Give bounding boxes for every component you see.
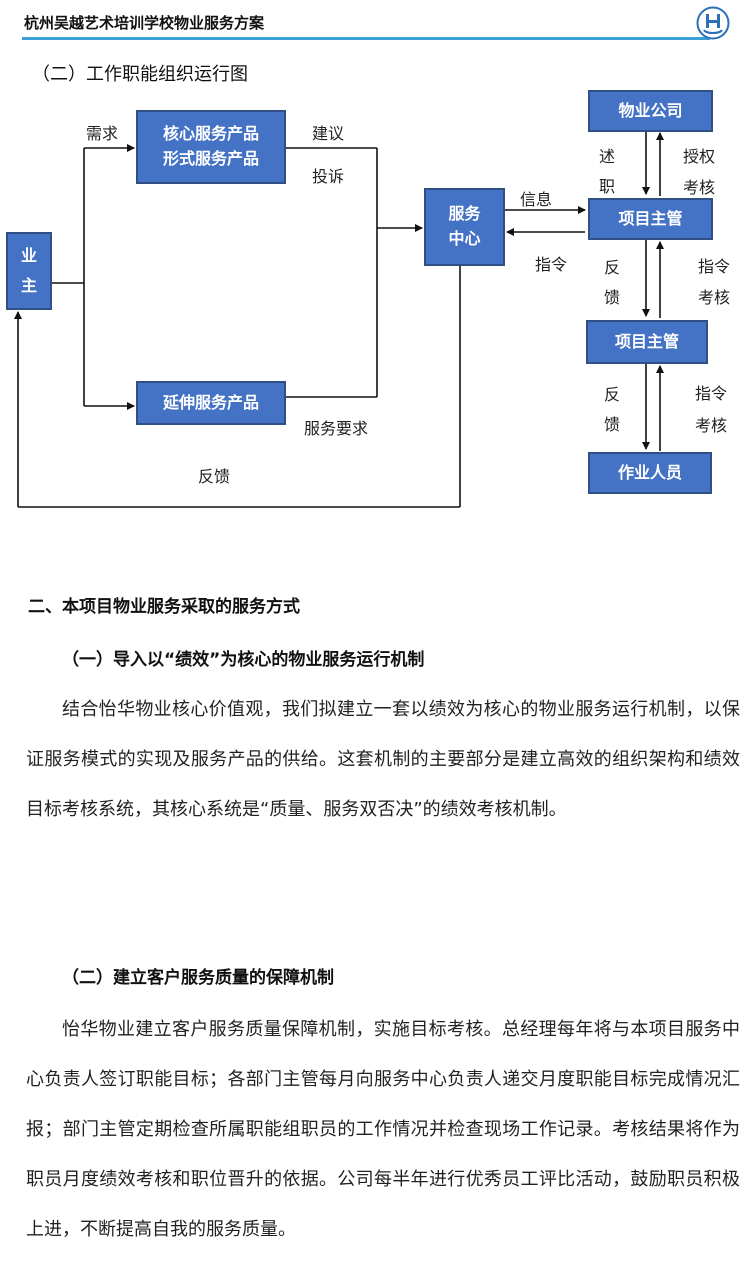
core-box-line-1: 核心服务产品 <box>162 124 259 144</box>
label-report-char-1: 述 <box>598 147 615 166</box>
project-manager-box-2: 项目主管 <box>586 320 708 364</box>
core-service-box: 核心服务产品 形式服务产品 <box>136 110 286 184</box>
label-feedback-1-char-1: 反 <box>603 258 620 277</box>
label-feedback-2: 反 馈 <box>603 380 621 441</box>
extended-service-box: 延伸服务产品 <box>136 381 286 425</box>
extend-box-label: 延伸服务产品 <box>162 392 259 412</box>
label-feedback-1-char-2: 馈 <box>603 288 620 308</box>
diagram-connectors <box>14 131 664 508</box>
label-feedback-loop: 反馈 <box>198 467 231 486</box>
label-instruct-3: 指令 <box>695 384 728 403</box>
service-center-box: 服务 中心 <box>424 188 505 266</box>
label-assess-1: 考核 <box>683 178 716 197</box>
label-instruction: 指令 <box>535 255 568 274</box>
workers-label: 作业人员 <box>617 462 682 482</box>
project-manager-2-label: 项目主管 <box>614 331 679 351</box>
diagram-title: （二）工作职能组织运行图 <box>32 64 248 85</box>
label-report: 述 职 <box>598 142 616 203</box>
label-authorize: 授权 <box>683 147 716 166</box>
owner-box-line-1: 业 <box>20 245 37 265</box>
label-feedback-2-char-2: 馈 <box>603 415 620 435</box>
section-heading: 二、本项目物业服务采取的服务方式 <box>28 597 300 617</box>
label-complaint: 投诉 <box>312 167 345 186</box>
subsection-2-heading: （二）建立客户服务质量的保障机制 <box>62 968 334 988</box>
service-center-line-2: 中心 <box>448 229 481 248</box>
subsection-2-paragraph: 怡华物业建立客户服务质量保障机制，实施目标考核。总经理每年将与本项目服务中心负责… <box>26 1019 740 1240</box>
label-suggestion: 建议 <box>312 124 345 143</box>
document-header-title: 杭州吴越艺术培训学校物业服务方案 <box>24 14 265 32</box>
label-demand: 需求 <box>86 124 119 143</box>
subsection-1-paragraph: 结合怡华物业核心价值观，我们拟建立一套以绩效为核心的物业服务运行机制，以保证服务… <box>26 699 740 820</box>
workers-box: 作业人员 <box>588 452 712 494</box>
project-manager-box-1: 项目主管 <box>588 198 713 240</box>
hy-logo-icon <box>696 6 730 40</box>
label-information: 信息 <box>520 190 553 209</box>
owner-box: 业 主 <box>6 232 52 310</box>
service-center-line-1: 服务 <box>448 204 481 224</box>
project-manager-1-label: 项目主管 <box>618 208 683 228</box>
label-assess-2: 考核 <box>698 288 731 307</box>
subsection-1-heading: （一）导入以“绩效”为核心的物业服务运行机制 <box>62 650 425 670</box>
core-box-line-2: 形式服务产品 <box>162 149 259 168</box>
label-assess-3: 考核 <box>695 416 728 435</box>
label-feedback-2-char-1: 反 <box>603 385 620 404</box>
label-report-char-2: 职 <box>598 177 615 197</box>
property-company-label: 物业公司 <box>618 100 683 120</box>
property-company-box: 物业公司 <box>588 90 713 132</box>
owner-box-line-2: 主 <box>20 276 37 295</box>
label-feedback-1: 反 馈 <box>603 253 621 314</box>
header-divider <box>22 37 710 40</box>
label-instruct-2: 指令 <box>698 257 731 276</box>
label-service-requirement: 服务要求 <box>304 419 369 438</box>
